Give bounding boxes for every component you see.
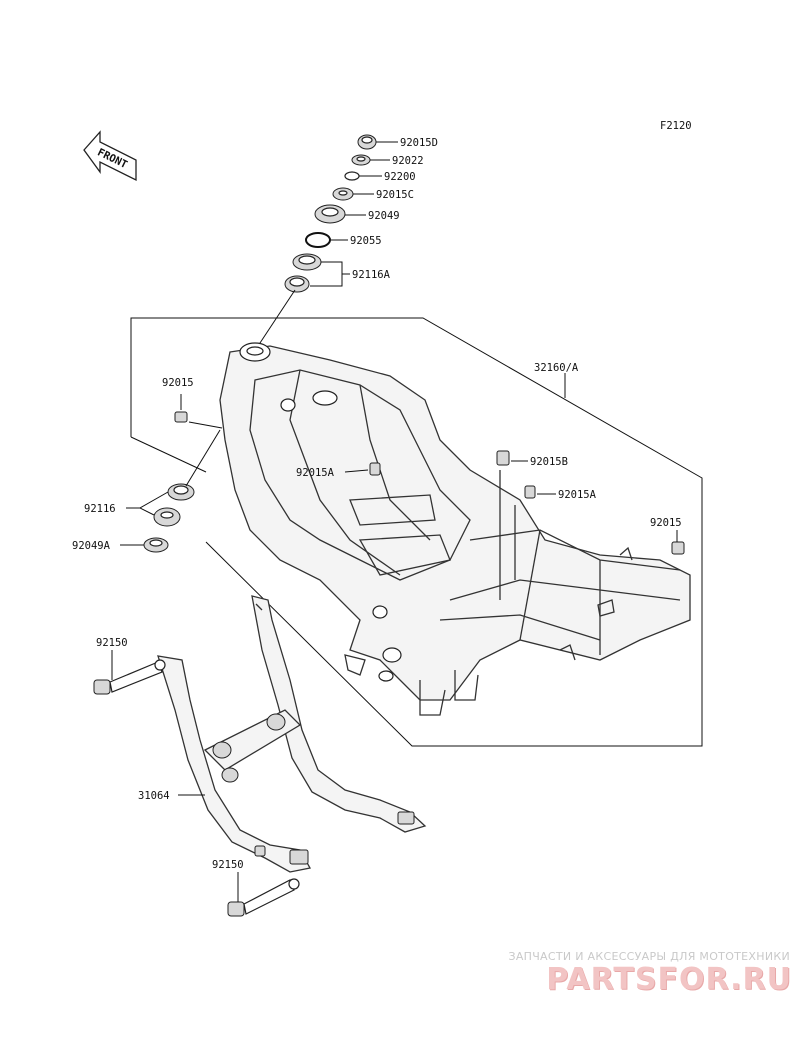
- steering-stem-parts: [284, 134, 377, 293]
- label-92015-right: 92015: [650, 517, 682, 529]
- bolt-92150-top: [93, 659, 166, 695]
- label-32160A: 32160/A: [534, 362, 579, 374]
- label-92015A-right: 92015A: [558, 489, 597, 501]
- label-92116A: 92116A: [352, 269, 391, 281]
- figure-code: F2120: [660, 120, 692, 132]
- label-92049A: 92049A: [72, 540, 111, 552]
- label-92116: 92116: [84, 503, 116, 515]
- label-92015B: 92015B: [530, 456, 568, 468]
- label-92015A-mid: 92015A: [296, 467, 335, 479]
- watermark-logo: PARTSFOR.RU: [546, 962, 792, 997]
- lower-bearing-parts: [143, 483, 195, 553]
- main-frame-32160A: [219, 342, 691, 716]
- label-92200: 92200: [384, 171, 416, 183]
- label-92150-top: 92150: [96, 637, 128, 649]
- label-92022: 92022: [392, 155, 424, 167]
- label-92150-bottom: 92150: [212, 859, 244, 871]
- part-92055-shape: [305, 232, 331, 248]
- subframe-31064: [157, 595, 427, 873]
- label-92015D: 92015D: [400, 137, 438, 149]
- frame-bolts: [174, 411, 685, 555]
- assembly-bracket: [130, 317, 703, 747]
- watermark-tagline: ЗАПЧАСТИ И АКСЕССУАРЫ ДЛЯ МОТОТЕХНИКИ: [508, 950, 790, 963]
- label-92049: 92049: [368, 210, 400, 222]
- label-31064: 31064: [138, 790, 170, 802]
- front-arrow-icon: FRONT: [83, 130, 137, 182]
- label-92015-left: 92015: [162, 377, 194, 389]
- label-92055: 92055: [350, 235, 382, 247]
- part-92200-shape: [344, 171, 360, 181]
- label-92015C: 92015C: [376, 189, 414, 201]
- bolt-92150-bottom: [227, 878, 300, 917]
